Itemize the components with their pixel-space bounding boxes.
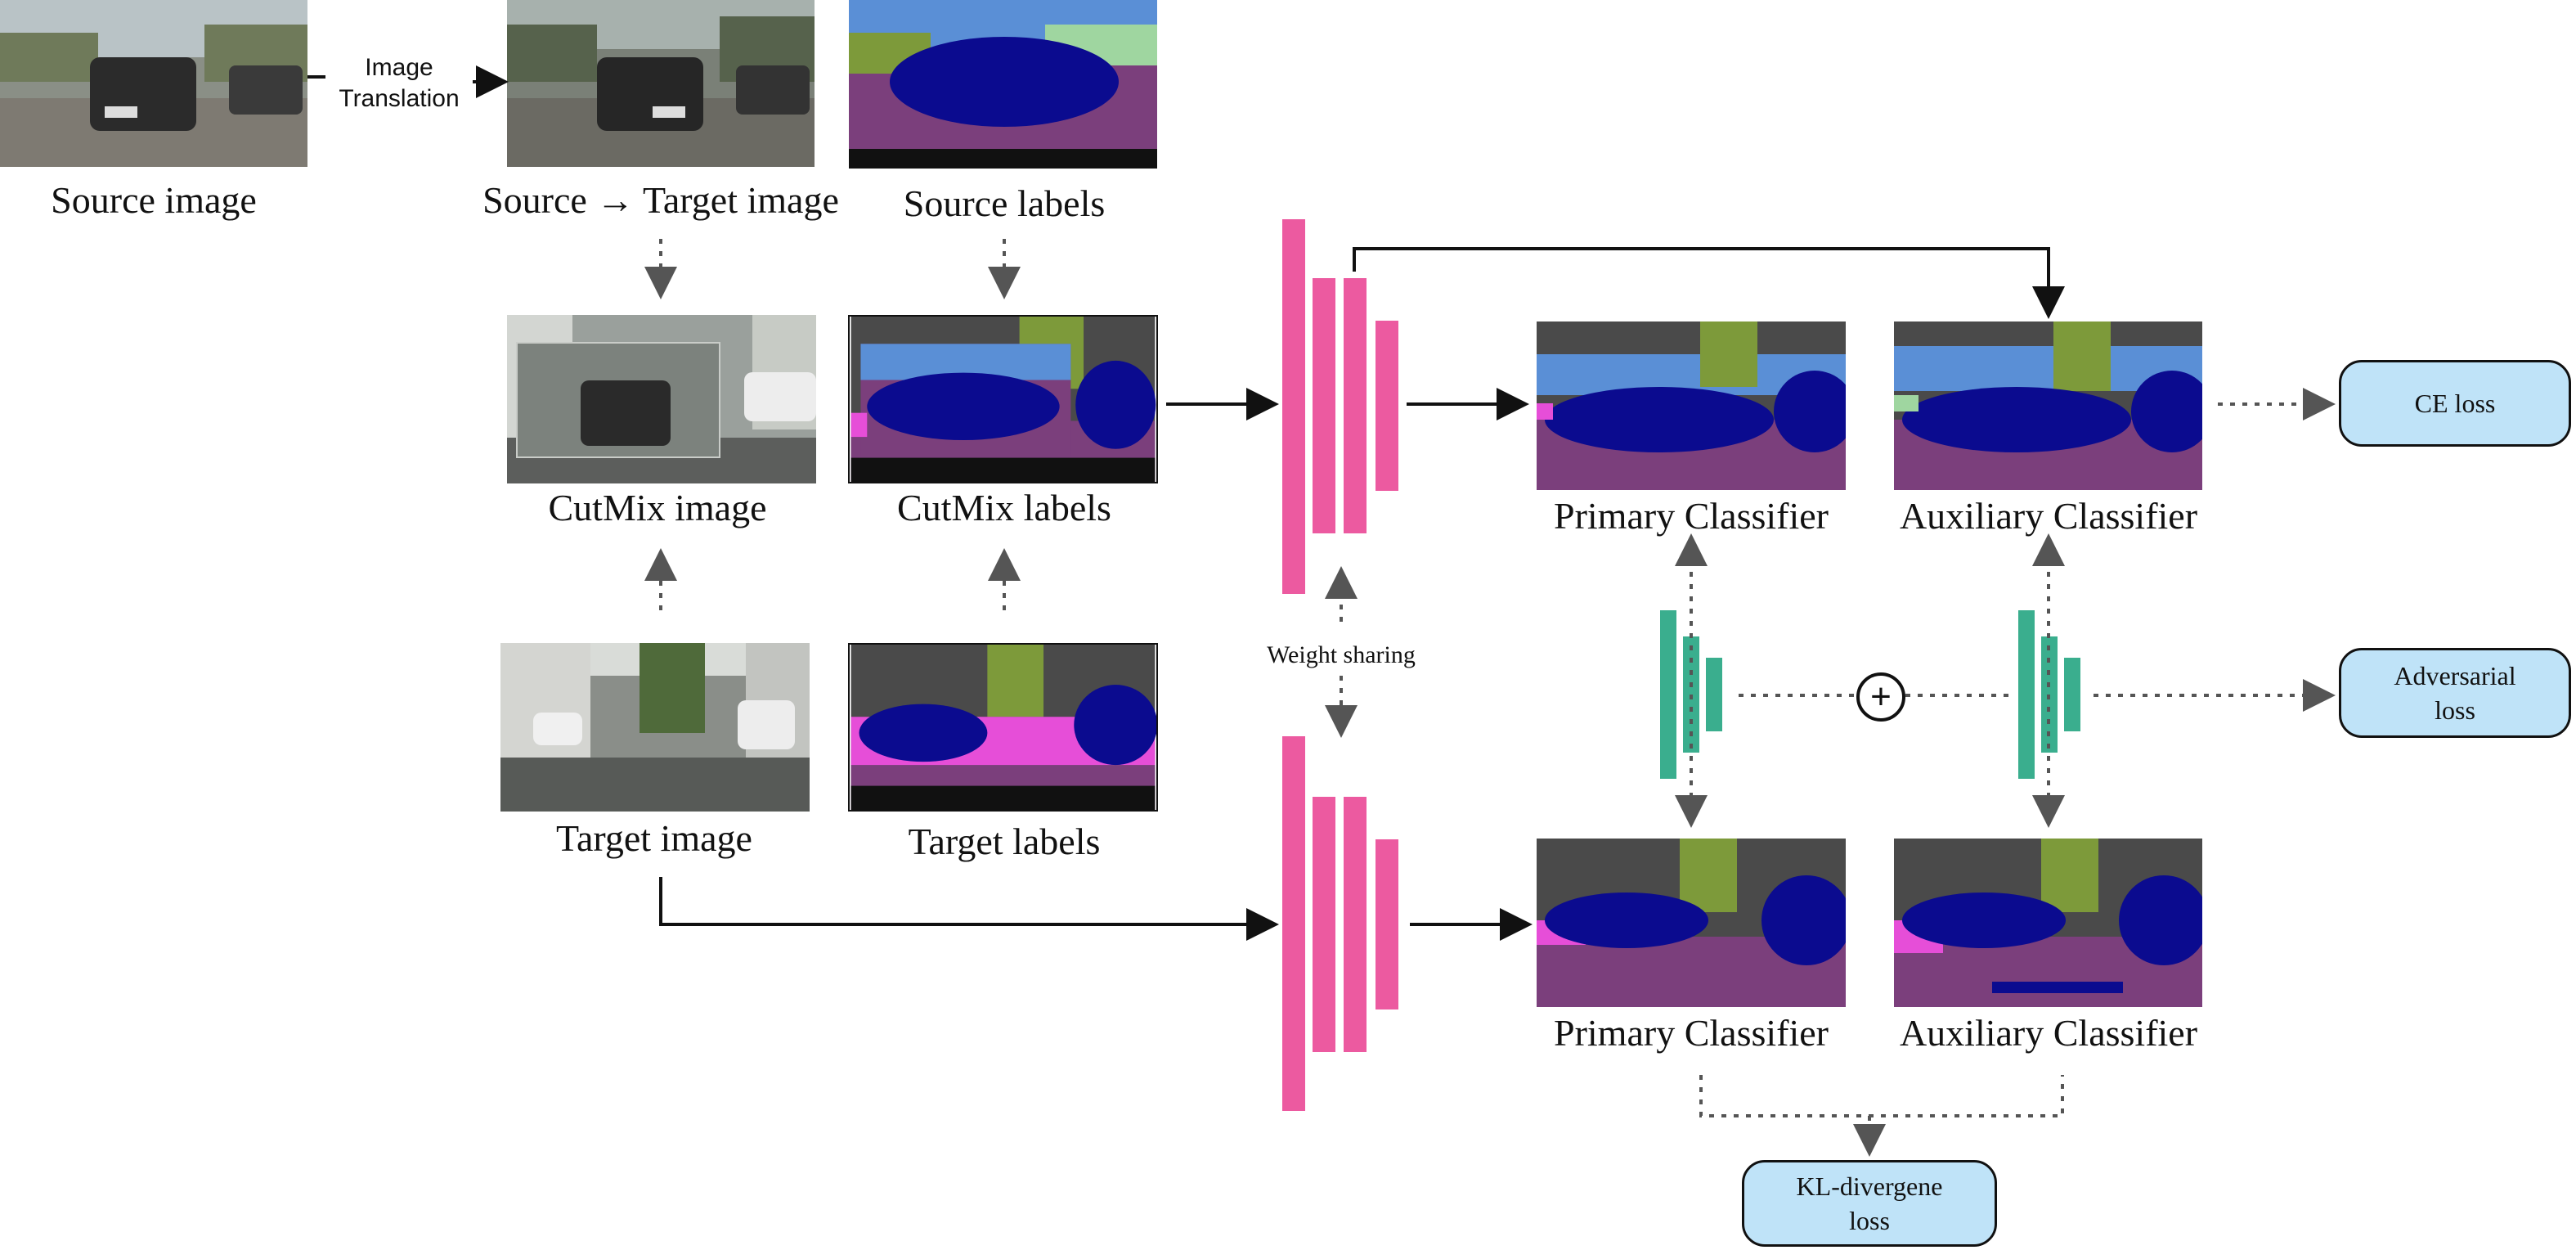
street-photo-icon	[507, 0, 815, 167]
discriminator-right-bar-1	[2018, 610, 2035, 779]
source-labels-thumb	[849, 0, 1157, 169]
weight-sharing-label: Weight sharing	[1267, 641, 1416, 668]
source-image-caption: Source image	[51, 179, 257, 221]
segmentation-map-icon	[850, 317, 1156, 482]
street-photo-icon	[500, 643, 810, 812]
cutmix-labels-thumb	[848, 315, 1158, 483]
kl-divergence-loss-label: KL-divergene loss	[1797, 1169, 1943, 1238]
kl-divergence-loss-box: KL-divergene loss	[1742, 1160, 1997, 1247]
primary-top-output-thumb	[1537, 321, 1846, 490]
adversarial-loss-line-2: loss	[2435, 695, 2475, 725]
kl-divergence-loss-line-1: KL-divergene	[1796, 1171, 1943, 1201]
street-photo-icon	[0, 0, 307, 167]
encoder-top-bar-2	[1313, 278, 1335, 533]
target-labels-caption: Target labels	[908, 821, 1101, 862]
auxiliary-top-output-thumb	[1894, 321, 2202, 490]
segmentation-map-icon	[849, 0, 1157, 169]
encoder-bottom-bar-2	[1313, 797, 1335, 1052]
ce-loss-label: CE loss	[2414, 389, 2496, 418]
target-labels-thumb	[848, 643, 1158, 812]
segmentation-map-icon	[1894, 839, 2202, 1007]
discriminator-right-bar-3	[2064, 658, 2080, 731]
primary-bottom-output-thumb	[1537, 839, 1846, 1007]
cutmix-labels-caption: CutMix labels	[897, 487, 1111, 528]
adversarial-loss-box: Adversarial loss	[2339, 648, 2571, 738]
auxiliary-bottom-output-thumb	[1894, 839, 2202, 1007]
translated-image-caption: Source → Target image	[482, 179, 839, 221]
segmentation-map-icon	[1537, 321, 1846, 490]
segmentation-map-icon	[1537, 839, 1846, 1007]
discriminator-left-bar-1	[1660, 610, 1676, 779]
sum-node-symbol: +	[1870, 677, 1892, 717]
source-labels-caption: Source labels	[903, 182, 1106, 224]
translated-image-thumb	[507, 0, 815, 167]
encoder-bottom-bar-4	[1376, 839, 1398, 1009]
encoder-bottom-bar-3	[1344, 797, 1367, 1052]
primary-classifier-bottom-caption: Primary Classifier	[1554, 1012, 1829, 1054]
encoder-top-bar-3	[1344, 278, 1367, 533]
cutmix-image-thumb	[507, 315, 816, 483]
target-image-caption: Target image	[556, 817, 752, 859]
primary-classifier-top-caption: Primary Classifier	[1554, 495, 1829, 537]
encoder-top-bar-4	[1376, 321, 1398, 491]
encoder-top-bar-1	[1282, 219, 1305, 594]
segmentation-map-icon	[850, 645, 1156, 810]
adversarial-loss-line-1: Adversarial	[2394, 661, 2516, 690]
target-image-thumb	[500, 643, 810, 812]
cutmix-image-caption: CutMix image	[548, 487, 767, 528]
sum-node-circle	[1856, 672, 1905, 722]
street-photo-icon	[507, 315, 816, 483]
ce-loss-box: CE loss	[2339, 360, 2571, 447]
discriminator-left-bar-3	[1706, 658, 1722, 731]
kl-divergence-loss-line-2: loss	[1849, 1206, 1890, 1235]
adversarial-loss-label: Adversarial loss	[2394, 659, 2515, 727]
image-translation-line-2: Translation	[339, 85, 460, 112]
auxiliary-classifier-top-caption: Auxiliary Classifier	[1899, 495, 2198, 537]
image-translation-label: Image Translation	[339, 52, 459, 115]
encoder-bottom-bar-1	[1282, 736, 1305, 1111]
segmentation-map-icon	[1894, 321, 2202, 490]
auxiliary-classifier-bottom-caption: Auxiliary Classifier	[1899, 1012, 2198, 1054]
image-translation-line-1: Image	[365, 54, 433, 81]
source-image-thumb	[0, 0, 307, 167]
